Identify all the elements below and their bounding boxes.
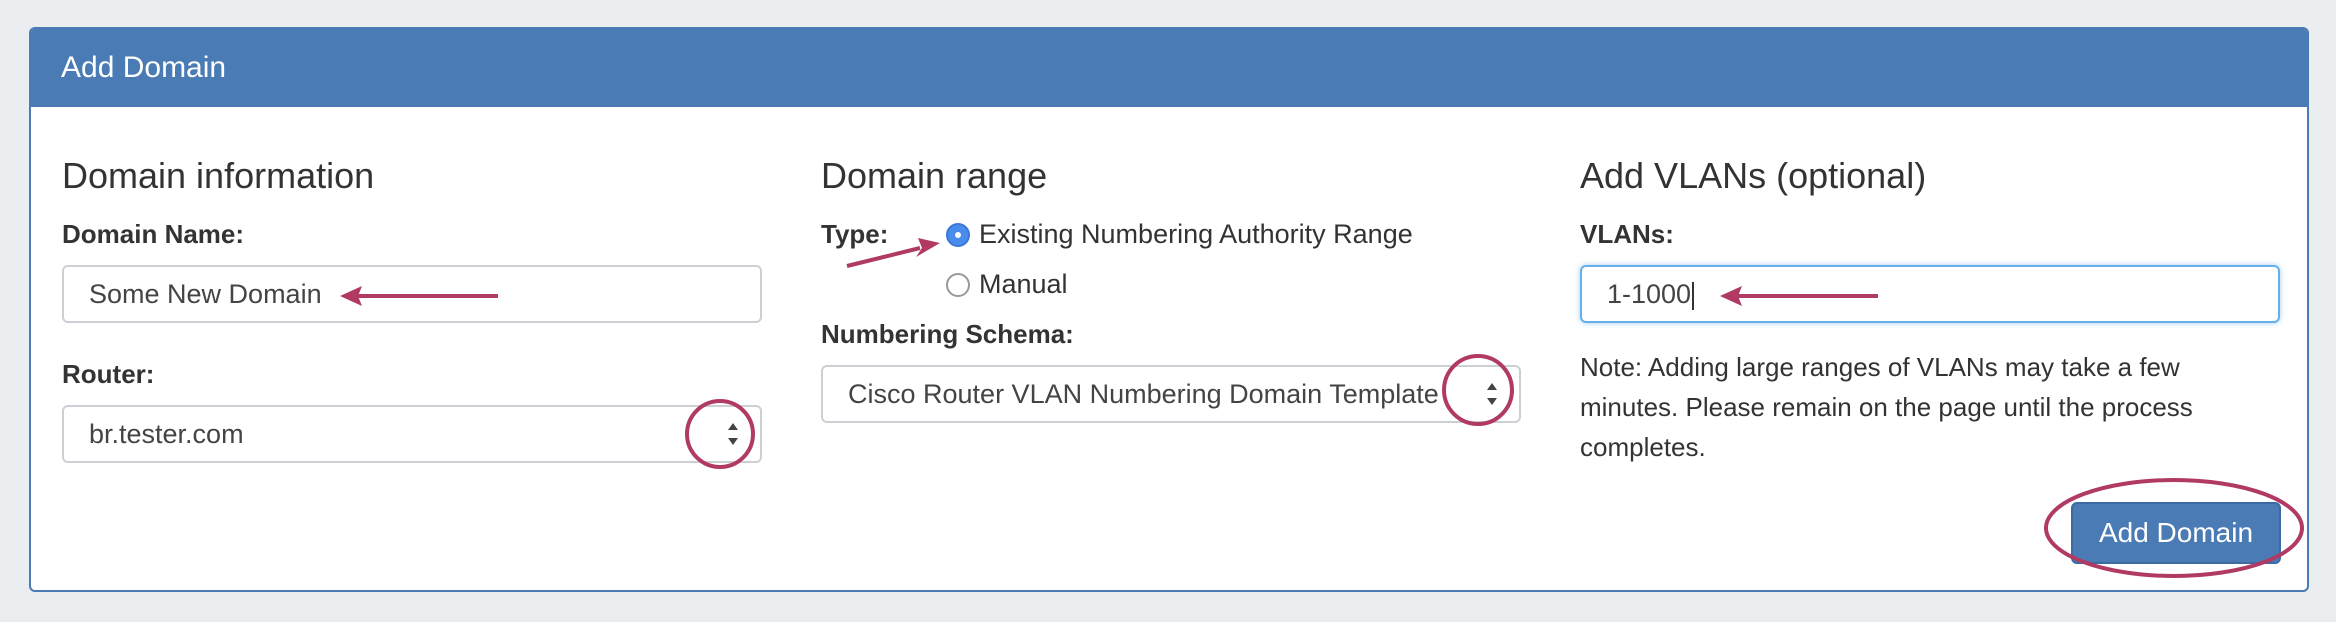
chevron-updown-icon (728, 423, 738, 445)
router-label: Router: (62, 359, 155, 389)
numbering-schema-select[interactable]: Cisco Router VLAN Numbering Domain Templ… (821, 365, 1521, 423)
radio-existing-range-label[interactable]: Existing Numbering Authority Range (979, 219, 1413, 249)
vlans-label: VLANs: (1580, 219, 1674, 249)
radio-manual[interactable] (946, 273, 970, 297)
vlans-input[interactable]: 1-1000 (1580, 265, 2280, 323)
vlans-value: 1-1000 (1607, 279, 1692, 309)
chevron-updown-icon (1487, 383, 1497, 405)
text-cursor (1692, 281, 1695, 310)
radio-existing-range[interactable] (946, 223, 970, 247)
add-domain-button[interactable]: Add Domain (2071, 502, 2281, 564)
router-value: br.tester.com (89, 419, 244, 449)
panel-title: Add Domain (31, 29, 2307, 107)
add-domain-panel: Add Domain Domain information Domain Nam… (29, 27, 2309, 592)
vlans-note: Note: Adding large ranges of VLANs may t… (1580, 352, 2193, 462)
router-select[interactable]: br.tester.com (62, 405, 762, 463)
domain-info-heading: Domain information (62, 155, 375, 196)
radio-manual-label[interactable]: Manual (979, 269, 1068, 299)
add-vlans-heading: Add VLANs (optional) (1580, 155, 1927, 196)
domain-name-value: Some New Domain (89, 279, 322, 309)
numbering-schema-label: Numbering Schema: (821, 319, 1074, 349)
domain-name-label: Domain Name: (62, 219, 245, 249)
numbering-schema-value: Cisco Router VLAN Numbering Domain Templ… (848, 379, 1439, 409)
type-label: Type: (821, 219, 889, 249)
domain-range-heading: Domain range (821, 155, 1048, 196)
domain-name-input[interactable]: Some New Domain (62, 265, 762, 323)
